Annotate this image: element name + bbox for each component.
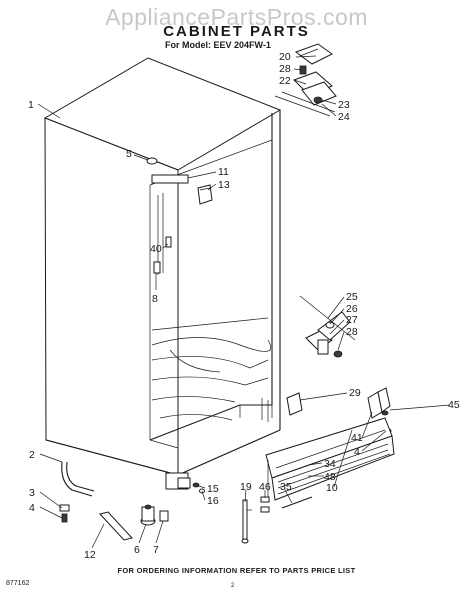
callout-4-left: 4: [29, 502, 35, 514]
callout-15: 15: [207, 483, 219, 495]
watermark: AppliancePartsPros.com: [105, 4, 368, 30]
callout-29: 29: [349, 387, 361, 399]
callout-22: 22: [279, 75, 291, 87]
callout-2: 2: [29, 449, 35, 461]
callout-1: 1: [28, 99, 34, 111]
part-15-16-bracket: [165, 472, 205, 494]
callout-48: 48: [324, 471, 336, 483]
callout-45: 45: [448, 399, 460, 411]
callout-28-mid: 28: [346, 326, 358, 338]
part-12-strip: [99, 511, 133, 541]
callout-26: 26: [346, 303, 358, 315]
callout-7: 7: [153, 544, 159, 556]
lower-hinge-assembly: [367, 387, 392, 434]
callout-3: 3: [29, 487, 35, 499]
callout-35: 35: [280, 481, 292, 493]
page-title: CABINET PARTS: [163, 23, 310, 40]
model-number: For Model: EEV 204FW-1: [165, 40, 271, 50]
callout-labels: 1 5 11 13 40 8 20 28 22 23 24 25 26 27 2…: [28, 51, 460, 561]
page-number: 2: [231, 583, 235, 589]
callout-8: 8: [152, 293, 158, 305]
drawing-code: 877162: [6, 580, 30, 587]
callout-34: 34: [324, 458, 336, 470]
callout-41: 41: [351, 432, 363, 444]
callout-25: 25: [346, 291, 358, 303]
leader-lines: [37, 55, 451, 549]
callout-16: 16: [207, 495, 219, 507]
cabinet-body: [43, 57, 282, 476]
callout-27: 27: [346, 314, 358, 326]
part-40-clip: [165, 236, 172, 248]
callout-10: 10: [326, 482, 338, 494]
callout-11: 11: [218, 166, 229, 178]
callout-46: 46: [259, 481, 271, 493]
callout-20: 20: [279, 51, 291, 63]
callout-13: 13: [218, 179, 230, 191]
part-10-grille: [265, 417, 395, 501]
part-6-valve: [140, 504, 156, 526]
top-hinge-assembly: [274, 43, 337, 117]
callout-40: 40: [150, 243, 162, 255]
ordering-note: FOR ORDERING INFORMATION REFER TO PARTS …: [117, 566, 356, 575]
part-35-rod: [281, 496, 313, 509]
callout-23: 23: [338, 99, 350, 111]
callout-4-right: 4: [354, 446, 360, 458]
callout-12: 12: [84, 549, 96, 561]
part-5-plug: [146, 157, 158, 165]
callout-5: 5: [126, 148, 132, 160]
part-7-clip: [159, 510, 169, 522]
part-8-clip: [153, 261, 161, 274]
callout-28-top: 28: [279, 63, 291, 75]
callout-24: 24: [338, 111, 350, 123]
part-29-bracket: [286, 392, 303, 416]
callout-19: 19: [240, 481, 252, 493]
middle-hinge-assembly: [299, 295, 356, 358]
part-2-tube: [61, 461, 95, 497]
part-19-clip: [241, 499, 252, 544]
callout-6: 6: [134, 544, 140, 556]
part-46-spacer: [260, 496, 270, 513]
